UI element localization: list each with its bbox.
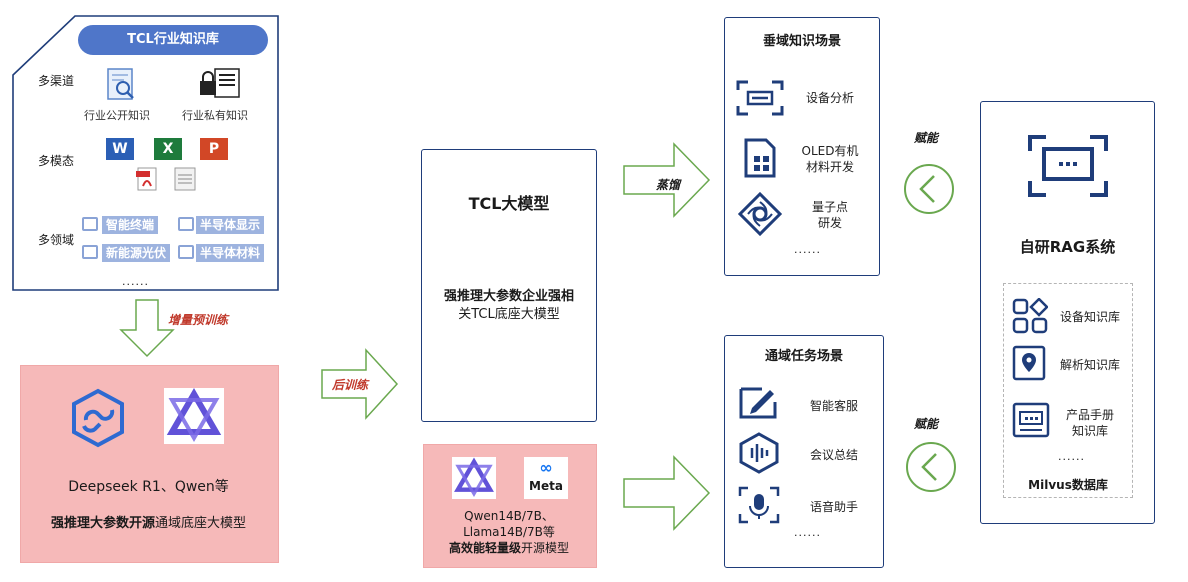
general-scenes-box <box>724 335 884 568</box>
meeting-icon <box>739 432 779 474</box>
vertical-item: 材料开发 <box>805 160 854 174</box>
base-model-panel <box>20 365 279 563</box>
public-knowledge-label: 行业公开知识 <box>84 109 150 122</box>
vertical-item: 量子点 <box>811 200 848 214</box>
rag-item: 产品手册 <box>1065 408 1114 422</box>
vertical-item: 设备分析 <box>805 91 854 105</box>
chip-icon <box>178 245 194 259</box>
qwen-small-logo-icon <box>452 457 496 499</box>
general-item: 会议总结 <box>809 448 858 462</box>
chevron-left-icon <box>906 442 956 492</box>
tcl-model-desc-rest: 关TCL底座大模型 <box>458 307 560 322</box>
tcl-model-title: TCL大模型 <box>468 194 550 213</box>
document-search-icon <box>107 68 134 100</box>
small-model-desc-rest: 开源模型 <box>521 541 570 555</box>
rag-system-box <box>980 101 1155 524</box>
vertical-item: OLED有机 <box>801 144 859 158</box>
small-model-desc-bold: 高效能轻量级 <box>448 541 521 555</box>
small-model-line1: Qwen14B/7B、 <box>464 509 554 523</box>
rag-item: 知识库 <box>1071 424 1108 438</box>
milvus-db-label: Milvus数据库 <box>1028 478 1108 492</box>
domain-tag: 新能源光伏 <box>102 244 171 262</box>
small-model-desc: Qwen14B/7B、 Llama14B/7B等 高效能轻量级开源模型 <box>423 508 595 556</box>
chevron-left-icon <box>904 164 954 214</box>
map-pin-doc-icon <box>1012 345 1046 381</box>
deepseek-logo-icon <box>72 388 124 448</box>
rag-title: 自研RAG系统 <box>1019 238 1116 256</box>
private-knowledge-label: 行业私有知识 <box>182 109 248 122</box>
scan-icon <box>736 80 784 116</box>
general-item: 智能客服 <box>809 399 858 413</box>
deploy-arrow <box>623 455 711 531</box>
posttrain-arrow <box>321 348 399 420</box>
pretrain-arrow <box>119 299 175 358</box>
lock-document-icon <box>200 68 240 98</box>
general-scenes-title: 通域任务场景 <box>764 349 843 364</box>
tcl-model-desc: 强推理大参数企业强相关TCL底座大模型 <box>428 288 590 324</box>
display-icon <box>178 217 194 231</box>
meta-logo: ∞ Meta <box>524 457 568 499</box>
base-model-desc: 强推理大参数开源通域底座大模型 <box>20 512 277 531</box>
empower-bottom-label: 赋能 <box>914 417 939 431</box>
rag-item: 设备知识库 <box>1059 310 1120 324</box>
modalities-label: 多模态 <box>38 154 75 168</box>
excel-icon: X <box>154 138 182 160</box>
vertical-scenes-box <box>724 17 880 276</box>
tcl-model-box <box>421 149 597 422</box>
base-model-desc-bold: 强推理大参数开源 <box>50 516 155 531</box>
vertical-ellipsis: ...... <box>794 243 821 256</box>
solar-icon <box>82 245 98 259</box>
meta-logo-text: Meta <box>529 479 563 493</box>
pdf-icon <box>136 167 157 191</box>
distill-arrow <box>623 142 711 218</box>
domain-tag: 智能终端 <box>102 216 159 234</box>
rag-db-frame <box>1003 283 1133 498</box>
document-grid-icon <box>744 138 776 178</box>
base-model-desc-rest: 通域底座大模型 <box>155 516 247 531</box>
quantum-dot-icon <box>738 192 782 236</box>
channels-label: 多渠道 <box>38 74 75 88</box>
knowledge-base-ellipsis: ...... <box>122 275 149 288</box>
microphone-icon <box>738 486 780 524</box>
general-item: 语音助手 <box>809 500 858 514</box>
base-model-names: Deepseek R1、Qwen等 <box>68 479 229 495</box>
qwen-logo-icon <box>164 388 224 444</box>
distill-label: 蒸馏 <box>656 178 681 192</box>
word-icon: W <box>106 138 134 160</box>
posttrain-label: 后训练 <box>332 378 369 392</box>
rag-ellipsis: ...... <box>1058 450 1085 463</box>
text-file-icon <box>174 167 196 191</box>
tcl-model-desc-bold: 强推理大参数企业强相 <box>443 289 574 304</box>
shapes-icon <box>1012 298 1048 334</box>
empower-top-label: 赋能 <box>914 131 939 145</box>
vertical-scenes-title: 垂域知识场景 <box>762 34 841 49</box>
knowledge-base-title: TCL行业知识库 <box>78 25 268 55</box>
domain-tag: 半导体显示 <box>196 216 265 234</box>
general-ellipsis: ...... <box>794 526 821 539</box>
manual-icon <box>1012 402 1050 438</box>
edit-document-icon <box>739 387 777 419</box>
small-model-line2: Llama14B/7B等 <box>463 525 555 539</box>
domain-tag: 半导体材料 <box>196 244 265 262</box>
domains-label: 多领域 <box>38 233 75 247</box>
rag-item: 解析知识库 <box>1059 358 1120 372</box>
vertical-item: 研发 <box>817 216 842 230</box>
powerpoint-icon: P <box>200 138 228 160</box>
chat-scan-icon <box>1028 135 1108 197</box>
terminal-icon <box>82 217 98 231</box>
pretrain-label: 增量预训练 <box>168 313 229 327</box>
